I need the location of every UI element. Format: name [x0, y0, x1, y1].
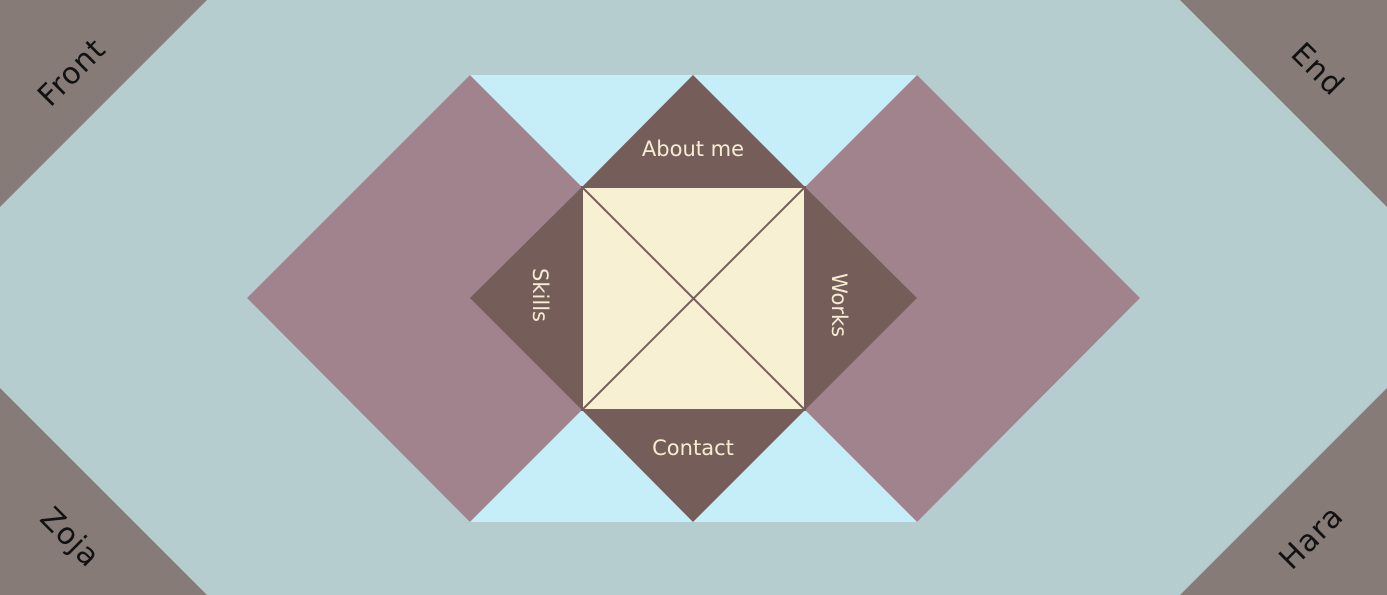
left-diamond [247, 75, 582, 522]
corner-triangle-bottom-left [0, 388, 207, 595]
corner-triangle-top-right [1180, 0, 1387, 207]
nav-about-me[interactable]: About me [641, 137, 745, 161]
light-blue-top-left [470, 75, 693, 187]
light-blue-top-right [693, 75, 917, 187]
nav-contact[interactable]: Contact [652, 436, 734, 460]
right-diamond [805, 75, 1140, 522]
nav-skills[interactable]: Skills [528, 268, 552, 322]
flap-contact[interactable] [582, 410, 805, 522]
light-blue-bottom-left [470, 410, 693, 522]
center-diagonal-2 [581, 186, 806, 411]
flap-about-me[interactable] [582, 75, 805, 187]
light-blue-bottom-right [693, 410, 917, 522]
nav-works[interactable]: Works [827, 272, 851, 338]
corner-triangle-top-left [0, 0, 207, 207]
flap-works[interactable] [805, 187, 917, 410]
flap-skills[interactable] [470, 187, 582, 410]
corner-triangle-bottom-right [1180, 388, 1387, 595]
